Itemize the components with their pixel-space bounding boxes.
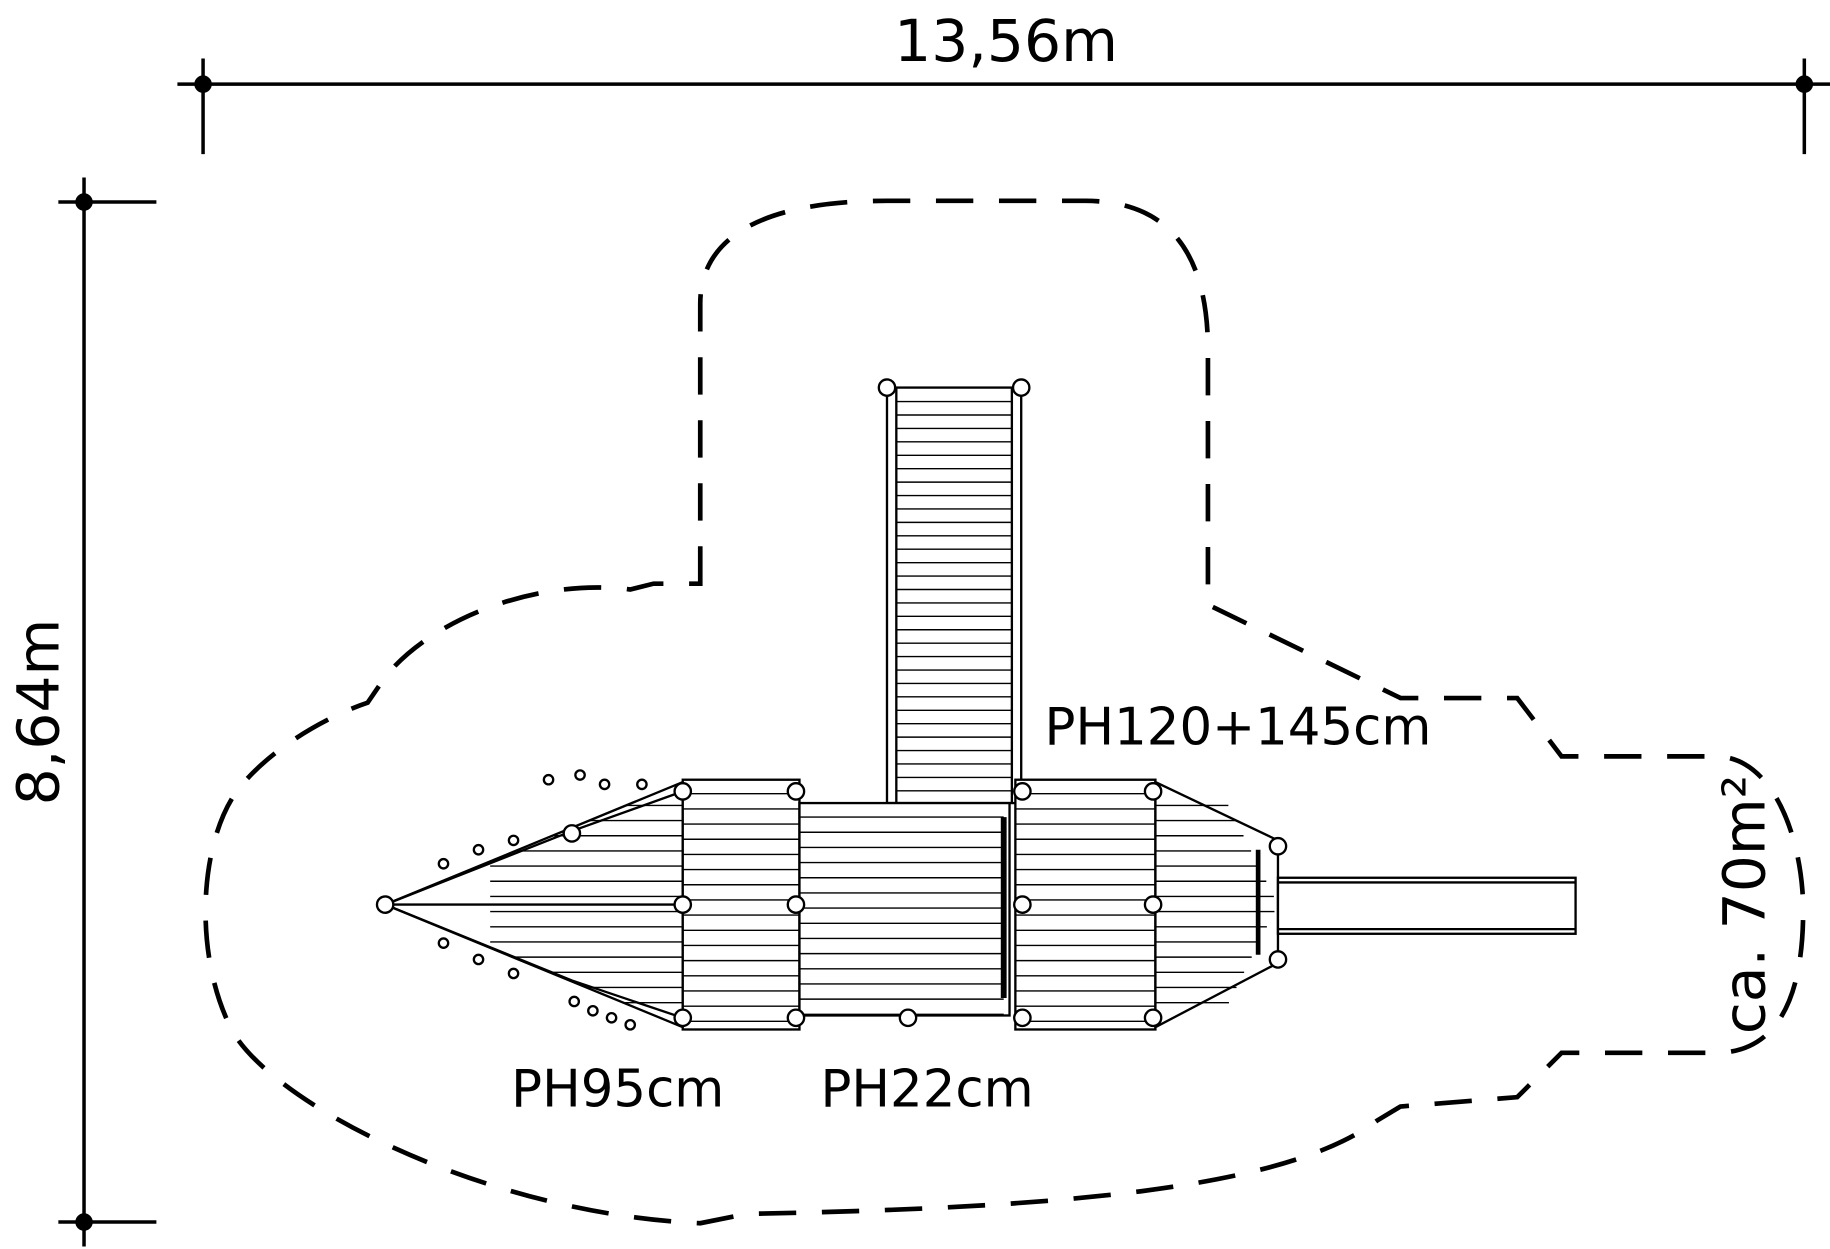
- playground-structure: [375, 378, 1577, 1031]
- post: [786, 1008, 806, 1028]
- deck-section-2: [798, 801, 1011, 1017]
- post: [1143, 782, 1163, 801]
- deck-section-3: [1014, 778, 1157, 1031]
- deck-section-1: [681, 778, 801, 1031]
- post: [437, 937, 450, 949]
- post: [877, 378, 897, 397]
- post: [1268, 950, 1288, 969]
- post: [786, 895, 806, 914]
- width-dimension: [177, 58, 1830, 155]
- post: [624, 1018, 637, 1031]
- slide-right: [1276, 876, 1577, 935]
- safety-area-outline: [203, 198, 1806, 1226]
- post: [568, 995, 581, 1008]
- post: [472, 953, 485, 966]
- post: [898, 1008, 918, 1028]
- post: [574, 769, 586, 781]
- post: [1143, 1008, 1163, 1028]
- post: [1013, 1008, 1032, 1028]
- height-label: 8,64m: [4, 619, 72, 806]
- post: [673, 1008, 693, 1028]
- label-platform-bow: PH95cm: [511, 1060, 724, 1120]
- post: [437, 857, 450, 870]
- post: [587, 1004, 599, 1017]
- post: [786, 782, 806, 801]
- post: [1268, 836, 1288, 856]
- width-label: 13,56m: [894, 7, 1118, 75]
- post: [562, 824, 582, 843]
- post: [598, 778, 611, 791]
- post: [605, 1011, 618, 1024]
- post: [673, 782, 693, 801]
- post: [636, 778, 648, 791]
- post: [472, 843, 485, 856]
- post: [542, 773, 555, 786]
- height-dimension: [58, 177, 157, 1247]
- post: [1013, 895, 1032, 914]
- label-platform-high: PH120+145cm: [1045, 698, 1432, 758]
- post: [1013, 782, 1032, 801]
- post: [1143, 895, 1163, 914]
- post: [673, 895, 693, 914]
- post: [507, 834, 520, 847]
- post: [1011, 378, 1031, 397]
- ramp-top: [885, 386, 1023, 805]
- label-area: ca. 70m²: [1711, 775, 1779, 1034]
- label-platform-low: PH22cm: [820, 1060, 1033, 1120]
- post: [507, 967, 520, 980]
- post: [375, 895, 395, 914]
